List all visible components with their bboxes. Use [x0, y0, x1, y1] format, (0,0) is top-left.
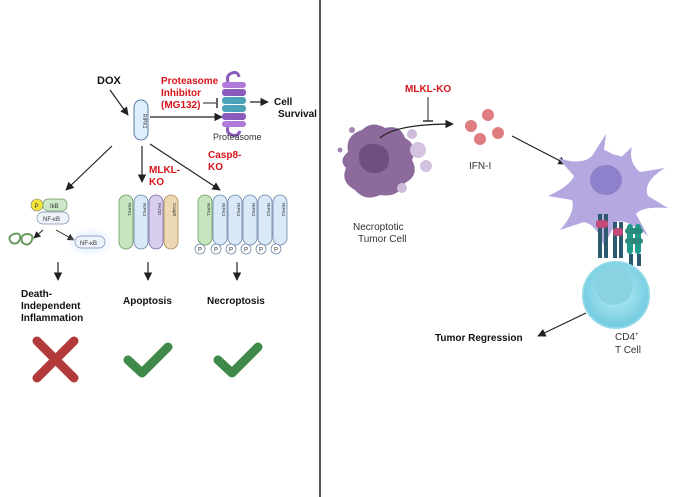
svg-text:RIPK1: RIPK1 — [206, 203, 211, 217]
svg-text:P: P — [259, 248, 263, 254]
cross-icon — [32, 336, 79, 383]
necroptotic-tumor-cell-icon — [337, 124, 432, 198]
nfkb-to-degraded-arrow — [33, 229, 44, 239]
nfkb-nuclear-label: NF-κB — [80, 241, 97, 247]
svg-text:RIPK3: RIPK3 — [251, 203, 256, 217]
svg-text:RIPK3: RIPK3 — [221, 203, 226, 217]
svg-text:P: P — [214, 248, 218, 254]
necroptotic-cell-label: Necroptotic Tumor Cell — [353, 222, 407, 245]
svg-text:P: P — [274, 248, 278, 254]
svg-text:RIPK3: RIPK3 — [281, 203, 286, 217]
casp8-ko-label: Casp8- KO — [208, 150, 244, 173]
svg-text:IkB: IkB — [50, 204, 59, 210]
ripk1-label: RIPK1 — [141, 114, 147, 129]
svg-text:P: P — [35, 204, 39, 210]
ifn-to-dc-arrow — [511, 135, 567, 165]
svg-text:RIPK1: RIPK1 — [127, 203, 132, 217]
t-cell-nucleus — [595, 267, 633, 305]
inflammation-label: Death- Independent Inflammation — [21, 289, 83, 324]
mlkl-ko-label-left: MLKL- KO — [149, 165, 183, 188]
dendritic-cell-icon — [548, 134, 668, 246]
dox-label: DOX — [97, 75, 122, 87]
dox-arrow — [109, 89, 129, 116]
svg-text:FADD: FADD — [157, 203, 162, 216]
ifn-label: IFN-I — [469, 161, 491, 172]
tumor-to-ifn-arrow — [379, 119, 454, 139]
branch-arrow-necroptosis — [149, 143, 221, 191]
svg-text:RIPK3: RIPK3 — [266, 203, 271, 217]
svg-text:RIPK3: RIPK3 — [236, 203, 241, 217]
svg-text:P: P — [229, 248, 233, 254]
tumor-regression-label: Tumor Regression — [435, 333, 523, 344]
cell-survival-label: Cell Survival — [274, 97, 317, 120]
ripk1-box — [133, 99, 149, 141]
cd4-tcell-label: CD4+ T Cell — [615, 328, 641, 356]
nfkb-nuclear-box — [74, 235, 106, 249]
proteasome-icon — [222, 71, 246, 137]
svg-text:NF-κB: NF-κB — [43, 217, 60, 223]
check-icon-apoptosis — [123, 342, 173, 378]
proteasome-label: Proteasome — [213, 132, 262, 142]
apoptosis-complex: RIPK1 RIPK3 FADD Casp8 — [118, 194, 179, 250]
mlkl-ko-label-right: MLKL-KO — [405, 84, 451, 95]
ikb-degraded-icon — [8, 232, 34, 246]
necroptosis-complex: RIPK1 RIPK3 RIPK3 RIPK3 RIPK3 RIPK3 — [197, 194, 288, 246]
svg-text:Casp8: Casp8 — [172, 203, 177, 217]
check-icon-necroptosis — [213, 342, 263, 378]
svg-text:P: P — [198, 248, 202, 254]
phospho-circles: P P P P P P — [194, 243, 282, 255]
nfkb-complex: P IkB NF-κB — [30, 198, 70, 225]
apoptosis-label: Apoptosis — [123, 296, 172, 307]
tcell-to-regression-arrow — [537, 312, 587, 337]
proteasome-inhibitor-label: Proteasome Inhibitor (MG132) — [161, 76, 221, 111]
necroptosis-label: Necroptosis — [207, 296, 265, 307]
ifn-dots — [465, 109, 504, 145]
branch-arrow-inflammation — [65, 145, 113, 191]
receptor-icon — [596, 214, 643, 266]
svg-text:RIPK3: RIPK3 — [142, 203, 147, 217]
svg-text:P: P — [244, 248, 248, 254]
